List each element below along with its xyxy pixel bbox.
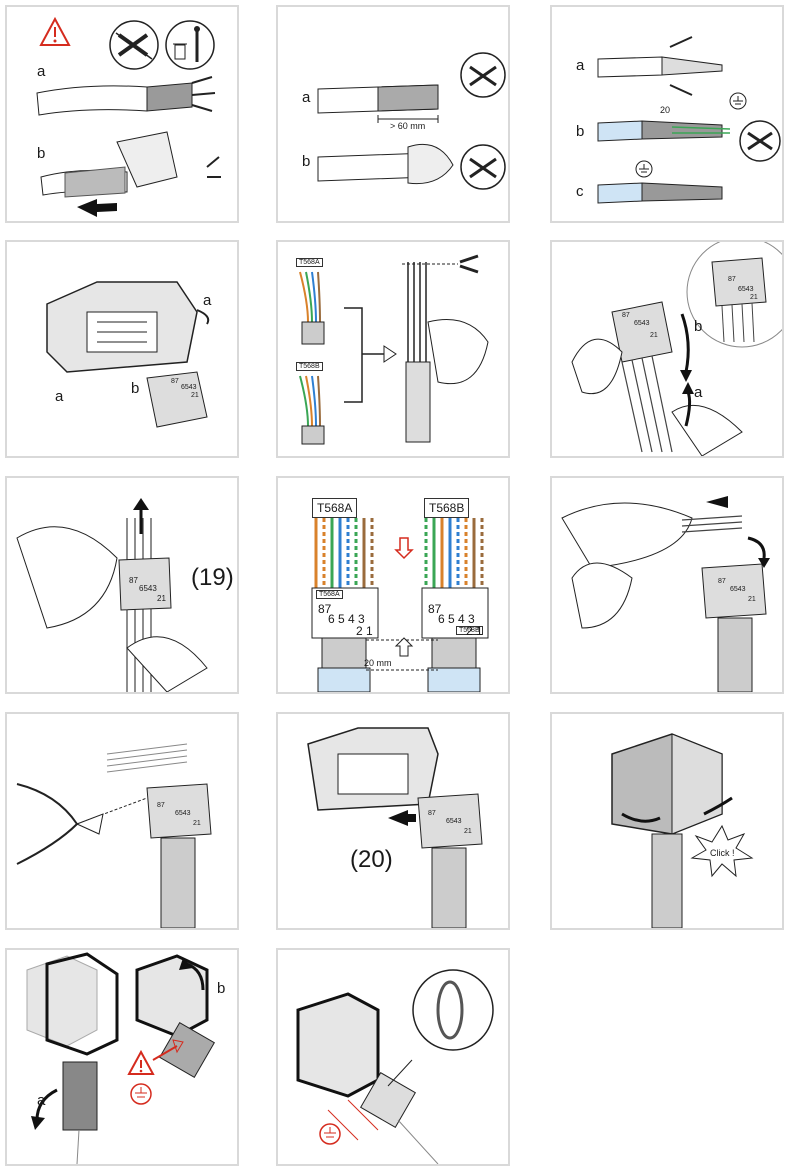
label-c: c [576, 183, 584, 200]
pin-labels-6543: 6543 [730, 586, 746, 593]
ground-symbol-icon [320, 1124, 340, 1144]
label-a: a [55, 388, 63, 405]
step-11-illustration [278, 714, 508, 928]
ground-symbol-icon [131, 1084, 151, 1104]
label-a: a [576, 57, 584, 74]
label-a: a [302, 89, 310, 106]
pin-labels-6543: 6543 [634, 320, 650, 327]
pin-labels-21: 21 [157, 594, 166, 603]
ground-symbol-icon [730, 93, 746, 109]
trash-bin-icon [166, 21, 214, 69]
label-a: a [694, 384, 702, 401]
step-4-illustration [7, 242, 237, 456]
reference-19: (19) [191, 564, 234, 592]
t568b-heading: T568B [424, 498, 469, 518]
step-panel-8: T568A T568B T568A T568B 87 6 5 4 3 2 1 8… [276, 476, 510, 694]
step-1-illustration [7, 7, 237, 221]
label-b: b [37, 145, 45, 162]
label-b: b [302, 153, 310, 170]
wire-cutter-icon [110, 21, 158, 69]
warning-triangle-icon [41, 19, 69, 45]
dimension-20mm: 20 mm [364, 658, 392, 668]
step-panel-9: 87 6543 21 [550, 476, 784, 694]
step-2-illustration [278, 7, 508, 221]
ground-symbol-icon [636, 161, 652, 177]
label-b: b [217, 980, 225, 997]
dimension-60mm: > 60 mm [390, 121, 425, 131]
step-panel-3: a 20 b c [550, 5, 784, 223]
t568a-heading: T568A [312, 498, 357, 518]
step-panel-5: T568A T568B [276, 240, 510, 458]
label-a: a [203, 292, 211, 309]
label-a: a [37, 63, 45, 80]
step-6-illustration [552, 242, 782, 456]
step-panel-4: a a b 87 6543 21 [5, 240, 239, 458]
reference-20: (20) [350, 846, 393, 874]
pin-labels-21: 21 [193, 820, 201, 827]
pin-labels-21: 21 [191, 392, 199, 399]
pin-labels-21: 21 [464, 828, 472, 835]
pin-labels-21: 21 [748, 596, 756, 603]
warning-triangle-icon [129, 1052, 153, 1074]
inset-pin-labels-21: 21 [750, 294, 758, 301]
dimension-20: 20 [660, 105, 670, 115]
pin-21-b: 2 1 [466, 624, 483, 638]
pin-labels-21: 21 [650, 332, 658, 339]
click-callout: Click ! [710, 848, 735, 858]
pin-labels-6543: 6543 [139, 584, 157, 593]
step-panel-12: Click ! [550, 712, 784, 930]
step-panel-10: 87 6543 21 [5, 712, 239, 930]
inset-pin-labels-6543: 6543 [738, 286, 754, 293]
step-panel-13: a b [5, 948, 239, 1166]
step-panel-2: a > 60 mm b [276, 5, 510, 223]
step-panel-6: b a 87 6543 21 87 6543 21 [550, 240, 784, 458]
label-b: b [131, 380, 139, 397]
step-panel-1: a b [5, 5, 239, 223]
step-5-illustration [278, 242, 508, 456]
pin-labels-87: 87 [129, 576, 138, 585]
pin-21-a: 2 1 [356, 624, 373, 638]
step-panel-11: (20) 87 6543 21 [276, 712, 510, 930]
step-9-illustration [552, 478, 782, 692]
step-panel-14 [276, 948, 510, 1166]
pin-labels-6543: 6543 [446, 818, 462, 825]
step-10-illustration [7, 714, 237, 928]
pin-labels-87: 87 [718, 578, 726, 585]
pin-labels-87: 87 [428, 810, 436, 817]
t568b-label-small: T568B [296, 362, 323, 371]
pin-labels-87: 87 [171, 378, 179, 385]
pin-labels-6543: 6543 [181, 384, 197, 391]
inset-pin-labels-87: 87 [728, 276, 736, 283]
pin-labels-6543: 6543 [175, 810, 191, 817]
label-a: a [37, 1092, 45, 1109]
pin-labels-87: 87 [157, 802, 165, 809]
t568a-block-label: T568A [316, 590, 343, 599]
step-14-illustration [278, 950, 508, 1164]
step-panel-7: 87 6543 21 (19) [5, 476, 239, 694]
pin-labels-87: 87 [622, 312, 630, 319]
step-13-illustration [7, 950, 237, 1164]
step-12-illustration [552, 714, 782, 928]
t568a-label-small: T568A [296, 258, 323, 267]
label-b: b [694, 318, 702, 335]
label-b: b [576, 123, 584, 140]
